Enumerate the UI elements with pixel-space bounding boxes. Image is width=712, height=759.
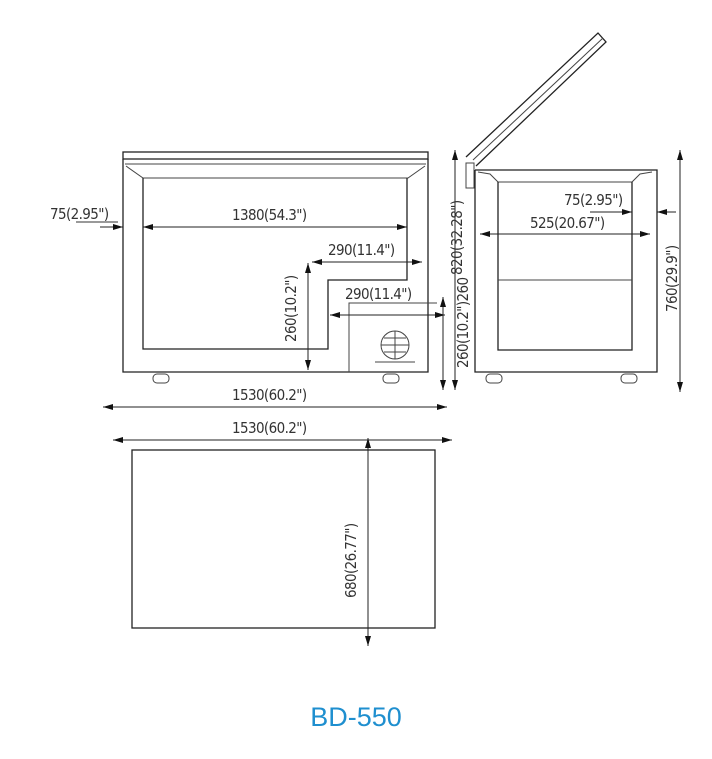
compressor-fan-icon [375, 330, 415, 363]
top-view: 1530(60.2") 680(26.77") [113, 419, 452, 646]
side-cabinet-outline [474, 169, 658, 373]
cabinet-outline [122, 159, 429, 373]
compressor-box [348, 302, 437, 372]
dim-step-lower-label: 290(11.4") [345, 285, 412, 303]
top-outline [131, 449, 436, 629]
dim-top-length-label: 1530(60.2") [232, 419, 307, 437]
front-view: 75(2.95") 1380(54.3") 290(11.4") 260(10.… [50, 150, 472, 410]
dim-wall-thickness-label: 75(2.95") [50, 205, 109, 223]
dim-total-length-label: 1530(60.2") [232, 386, 307, 404]
foot-right [382, 373, 400, 384]
dim-side-wall-label: 75(2.95") [564, 191, 623, 209]
dim-inner-width-label: 525(20.67") [530, 214, 605, 232]
model-title: BD-550 [310, 702, 402, 732]
side-view: 75(2.95") 525(20.67") 760(29.9") [465, 32, 683, 392]
lid-frame [125, 163, 426, 179]
side-inner-compartment [497, 182, 633, 351]
dim-body-height-label: 760(29.9") [663, 245, 681, 312]
inner-compartment [142, 178, 408, 350]
dim-top-depth-label: 680(26.77") [342, 523, 360, 598]
dim-compressor-height-label: 260(10.2")260 [454, 278, 472, 368]
side-rim [477, 171, 653, 183]
dim-inner-length-label: 1380(54.3") [232, 206, 307, 224]
side-foot-left [485, 373, 503, 384]
dim-step-upper-label: 290(11.4") [328, 241, 395, 259]
open-lid [465, 32, 607, 189]
dim-total-height-label: 820(32.28") [448, 200, 466, 275]
dim-step-height-label: 260(10.2") [282, 275, 300, 342]
foot-left [152, 373, 170, 384]
side-foot-right [620, 373, 638, 384]
lid [122, 151, 429, 160]
